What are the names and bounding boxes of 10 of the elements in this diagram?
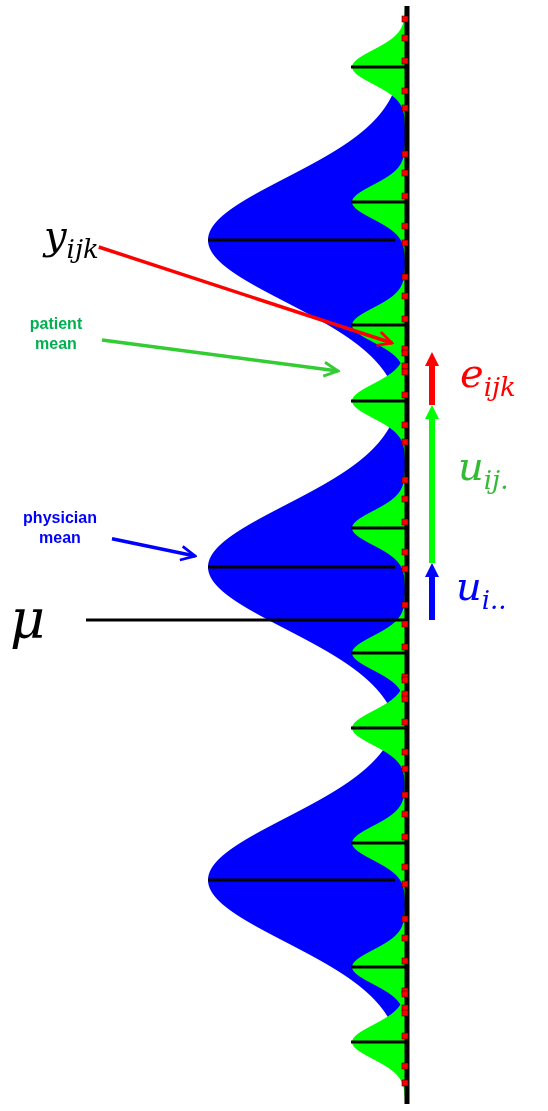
math-symbol: u$_{ij.}$ — [458, 443, 509, 496]
leader-arrow — [98, 245, 394, 347]
leader-arrow — [111, 537, 197, 562]
math-symbol: y$_{ijk}$ — [44, 212, 99, 265]
math-symbol: e$_{ijk}$ — [460, 350, 516, 403]
leader-arrow — [101, 338, 340, 378]
annotation-text: physician mean — [8, 508, 112, 548]
annotation-text: patient mean — [10, 314, 102, 354]
math-symbol: μ — [10, 588, 46, 651]
math-symbol: u$_{i..}$ — [456, 563, 507, 616]
